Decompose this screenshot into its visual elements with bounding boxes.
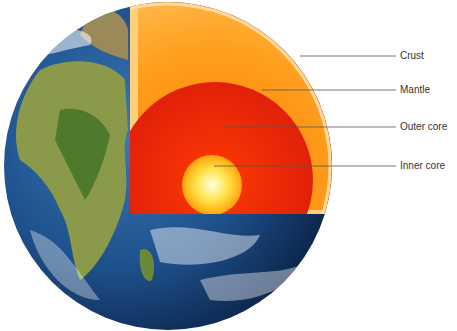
leader-lines xyxy=(214,56,396,166)
outer-core xyxy=(117,82,313,278)
layer-label: Mantle xyxy=(400,84,430,96)
inner-core xyxy=(182,155,242,215)
layer-label: Crust xyxy=(400,50,424,62)
layer-label: Inner core xyxy=(400,160,445,172)
layer-label: Outer core xyxy=(400,121,447,133)
